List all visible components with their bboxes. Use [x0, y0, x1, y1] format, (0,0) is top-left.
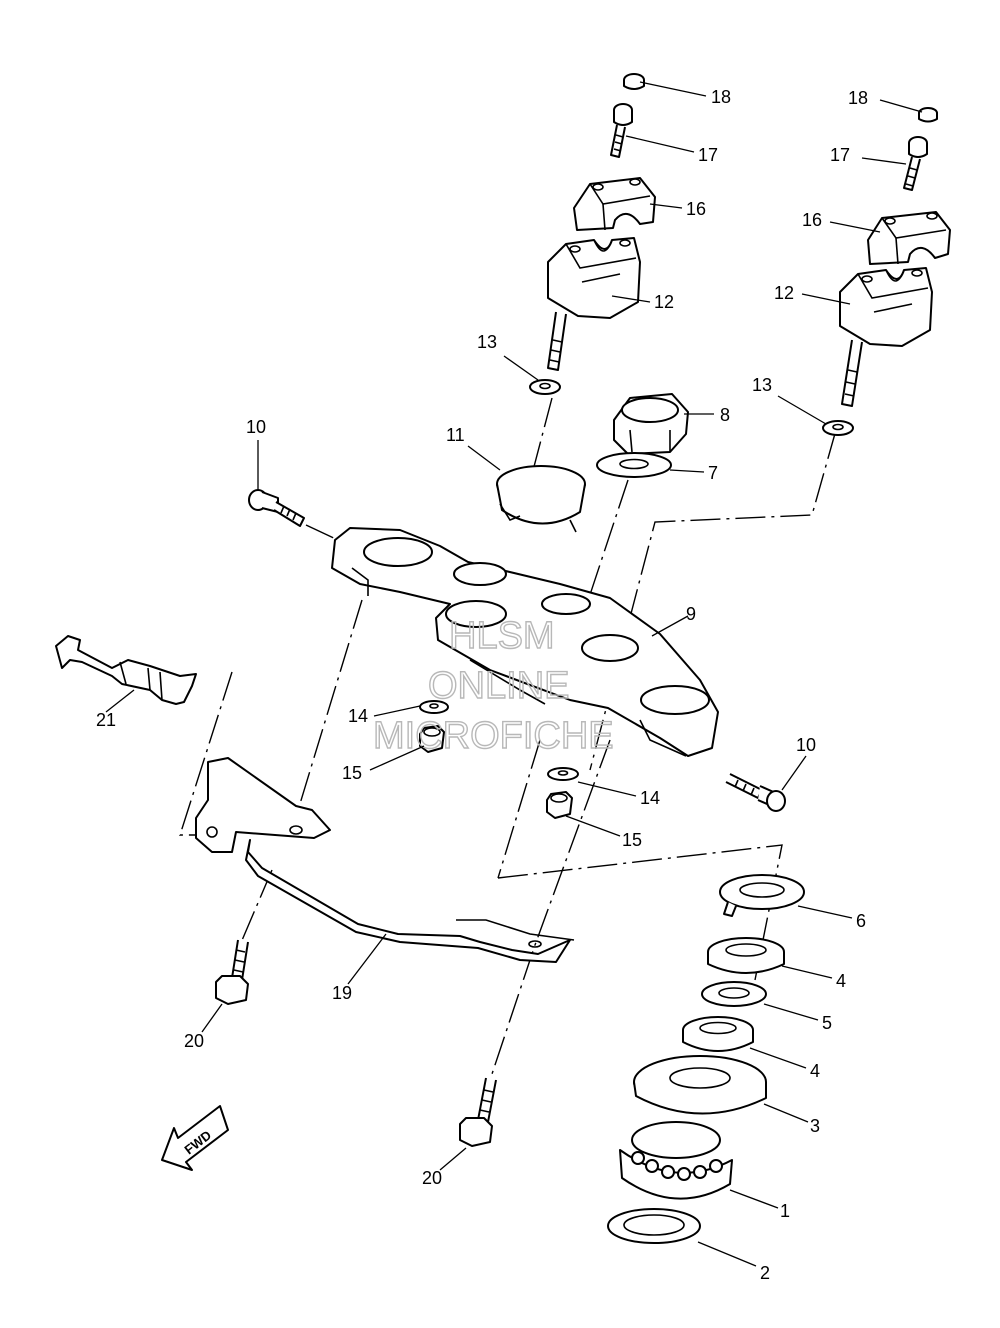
washer-right — [547, 767, 579, 781]
right-handlebar-riser-stack — [822, 107, 951, 436]
stay-bolt-right — [459, 1077, 497, 1147]
callout-16: 16 — [802, 210, 822, 230]
upper-bracket — [331, 527, 719, 757]
callout-2: 2 — [760, 1263, 770, 1283]
callout-5: 5 — [822, 1013, 832, 1033]
ring-nut-lower — [682, 1016, 754, 1052]
callout-17: 17 — [698, 145, 718, 165]
cable-clamp — [55, 635, 197, 705]
left-riser-clamp-cap — [573, 177, 656, 231]
callout-3: 3 — [810, 1116, 820, 1136]
callout-15: 15 — [342, 763, 362, 783]
ring-nut-upper — [707, 937, 785, 974]
callout-11: 11 — [446, 425, 465, 445]
callout-18: 18 — [848, 88, 868, 108]
callout-10: 10 — [246, 417, 266, 437]
callout-17: 17 — [830, 145, 850, 165]
right-riser-bolt — [903, 136, 928, 191]
washer-left — [419, 700, 449, 714]
bracket-stay — [195, 757, 575, 963]
stay-bolt-left — [215, 939, 249, 1005]
watermark-line-1: HLSM — [449, 615, 555, 657]
callout-10: 10 — [796, 735, 816, 755]
callout-8: 8 — [720, 405, 730, 425]
right-riser-washer — [822, 420, 854, 436]
upper-bracket-pinch-bolt-left — [248, 489, 305, 527]
callout-12: 12 — [654, 292, 674, 312]
callout-14: 14 — [640, 788, 660, 808]
callout-4: 4 — [810, 1061, 820, 1081]
left-riser-washer — [529, 379, 561, 395]
steering-stem-nut — [613, 393, 689, 455]
stem-washer — [596, 452, 672, 478]
fwd-arrow-icon: FWD — [161, 1105, 229, 1171]
callout-19: 19 — [332, 983, 352, 1003]
left-handlebar-riser-stack — [529, 73, 656, 395]
right-riser-clamp-cap — [867, 211, 951, 265]
callout-21: 21 — [96, 710, 116, 730]
callout-9: 9 — [686, 604, 696, 624]
right-riser-holder — [839, 267, 933, 407]
callout-20: 20 — [422, 1168, 442, 1188]
callout-14: 14 — [348, 706, 368, 726]
watermark: HLSM ONLINE MICROFICHE — [372, 614, 614, 757]
callout-6: 6 — [856, 911, 866, 931]
callout-15: 15 — [622, 830, 642, 850]
callout-4: 4 — [836, 971, 846, 991]
callout-7: 7 — [708, 463, 718, 483]
callout-20: 20 — [184, 1031, 204, 1051]
ball-bearing — [619, 1121, 733, 1200]
left-riser-bolt — [610, 103, 633, 158]
callout-13: 13 — [477, 332, 497, 352]
rubber-washer — [701, 981, 767, 1007]
watermark-line-2: ONLINE — [428, 665, 569, 707]
leader-lines — [105, 81, 923, 1267]
left-riser-holder — [547, 237, 641, 371]
upper-bracket-pinch-bolt-right — [725, 773, 786, 812]
callout-16: 16 — [686, 199, 706, 219]
callout-numbers: 18 17 16 12 13 18 17 16 12 13 8 7 11 10 … — [96, 87, 868, 1283]
callout-13: 13 — [752, 375, 772, 395]
callout-1: 1 — [780, 1201, 790, 1221]
steering-cap — [496, 465, 586, 533]
bearing-race-cover — [633, 1055, 767, 1115]
callout-18: 18 — [711, 87, 731, 107]
callout-12: 12 — [774, 283, 794, 303]
nut-right — [546, 791, 573, 819]
dust-seal — [607, 1208, 701, 1244]
watermark-line-3: MICROFICHE — [373, 715, 614, 757]
lock-washer — [719, 874, 805, 917]
